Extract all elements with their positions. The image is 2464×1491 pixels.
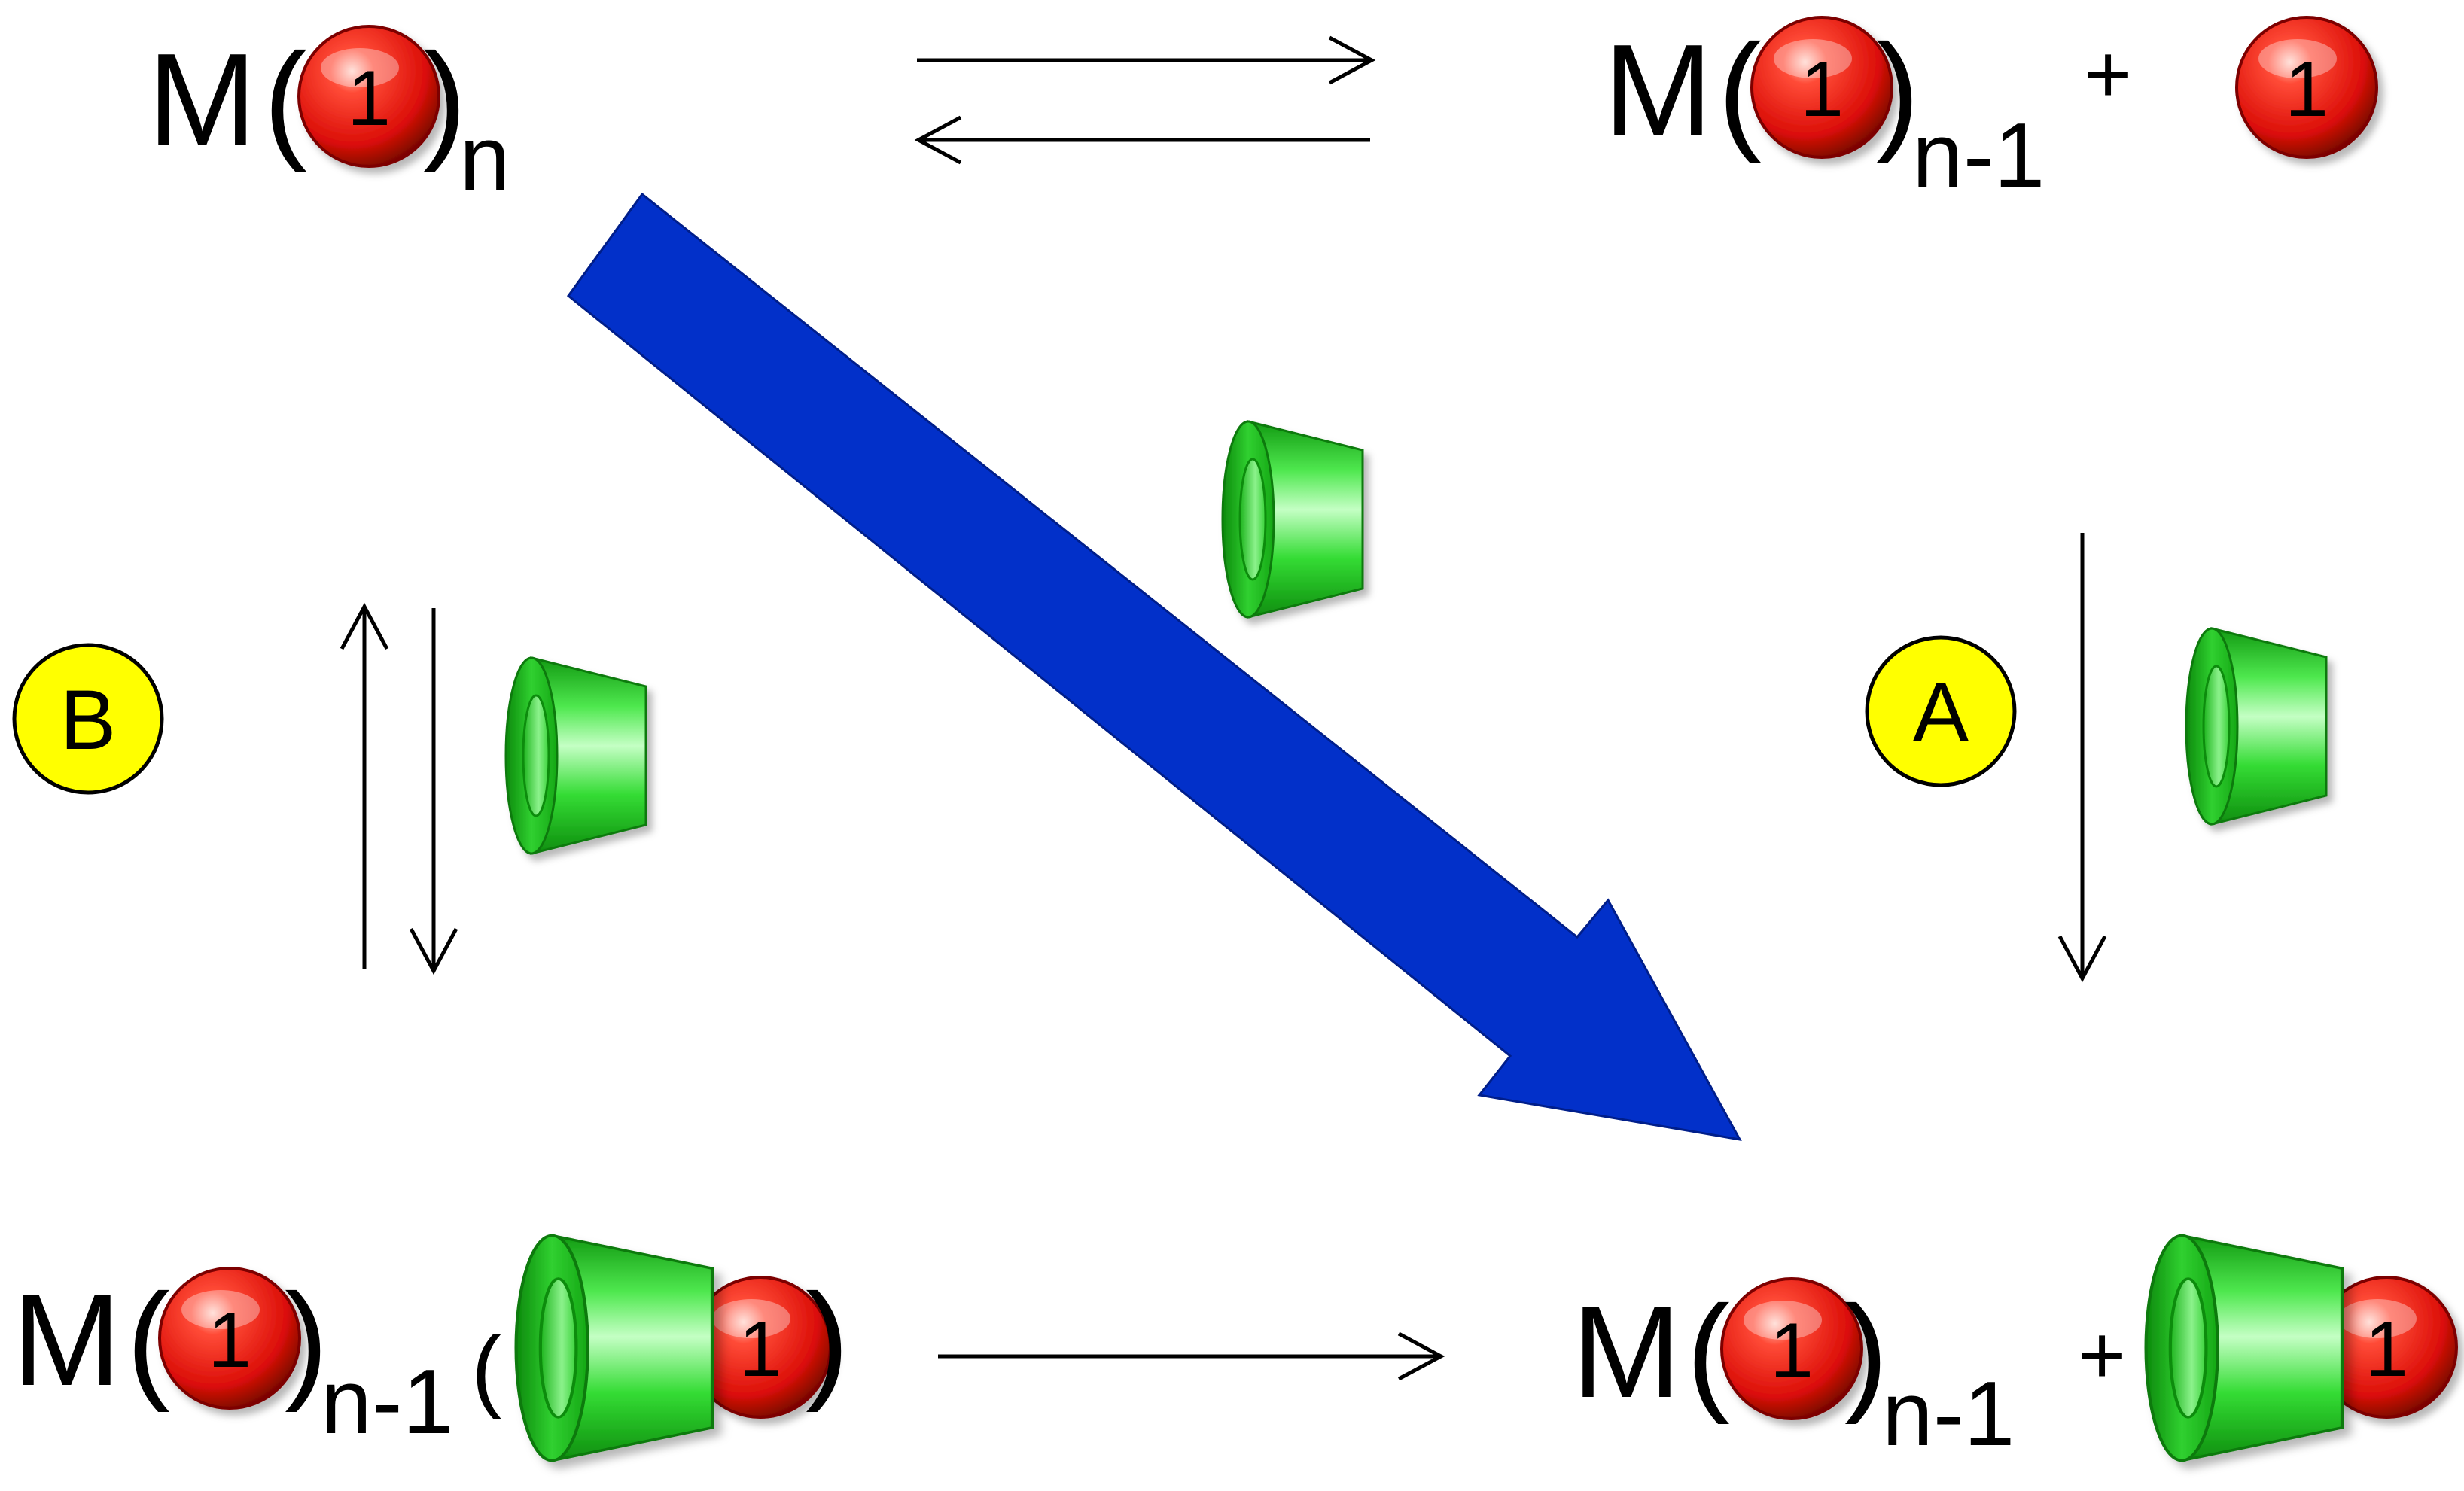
green-truncated-cone-icon [2146, 1236, 2342, 1461]
red-sphere-icon: 1 [689, 1276, 832, 1419]
host-guest-complex: 1 [2146, 1236, 2458, 1461]
species-bottom-right: M ( 1 ) n-1 + 1 [1572, 1236, 2458, 1465]
metal-symbol: M [12, 1266, 121, 1413]
paren-close: ) [1844, 1278, 1888, 1425]
green-truncated-cone-icon [2185, 627, 2328, 826]
subscript-n-minus-1: n-1 [1912, 104, 2045, 206]
red-sphere-icon: 1 [1720, 1277, 1863, 1420]
guest-number: 1 [2285, 46, 2328, 133]
pathway-label-b: B [12, 643, 164, 795]
species-top-right: M ( 1 ) n-1 + 1 [1604, 16, 2378, 206]
paren-close: ) [285, 1266, 328, 1413]
reaction-arrow-bottom [938, 1331, 1445, 1381]
paren-close: ) [423, 26, 467, 172]
guest-number: 1 [1800, 46, 1844, 133]
reaction-arrow-a [2057, 533, 2107, 983]
guest-number: 1 [739, 1306, 782, 1393]
red-sphere-icon: 1 [2315, 1276, 2458, 1419]
big-blue-arrow [566, 192, 1742, 1142]
green-truncated-cone-icon [516, 1236, 712, 1461]
guest-number: 1 [1770, 1307, 1814, 1395]
pathway-label-a: A [1865, 635, 2017, 787]
equilibrium-arrows-b [340, 602, 458, 975]
metal-symbol: M [148, 26, 257, 172]
red-sphere-icon: 1 [1750, 16, 1893, 159]
guest-number: 1 [208, 1297, 251, 1384]
red-sphere-icon: 1 [297, 25, 440, 168]
pathway-a-letter: A [1913, 665, 1969, 759]
subscript-n-minus-1: n-1 [321, 1350, 453, 1453]
equilibrium-arrows-top [914, 35, 1376, 165]
subscript-n: n [459, 107, 510, 209]
plus-sign: + [2084, 28, 2132, 120]
host-guest-complex: 1 [516, 1236, 832, 1461]
subscript-n-minus-1: n-1 [1882, 1362, 2015, 1465]
metal-symbol: M [1572, 1278, 1681, 1425]
red-sphere-icon: 1 [2235, 16, 2378, 159]
green-truncated-cone-icon [1221, 420, 1364, 619]
guest-number: 1 [347, 55, 391, 142]
paren-close-outer: ) [806, 1266, 849, 1413]
guest-number: 1 [2365, 1306, 2408, 1393]
paren-close: ) [1876, 17, 1920, 163]
species-top-left: M ( 1 ) n [148, 25, 510, 209]
plus-sign: + [2078, 1309, 2126, 1401]
species-bottom-left: M ( 1 ) n-1 ( 1 ) [12, 1236, 849, 1461]
paren-open-small: ( [471, 1317, 502, 1419]
metal-symbol: M [1604, 17, 1713, 163]
pathway-b-letter: B [60, 673, 117, 767]
red-sphere-icon: 1 [158, 1267, 301, 1410]
green-truncated-cone-icon [504, 656, 647, 855]
